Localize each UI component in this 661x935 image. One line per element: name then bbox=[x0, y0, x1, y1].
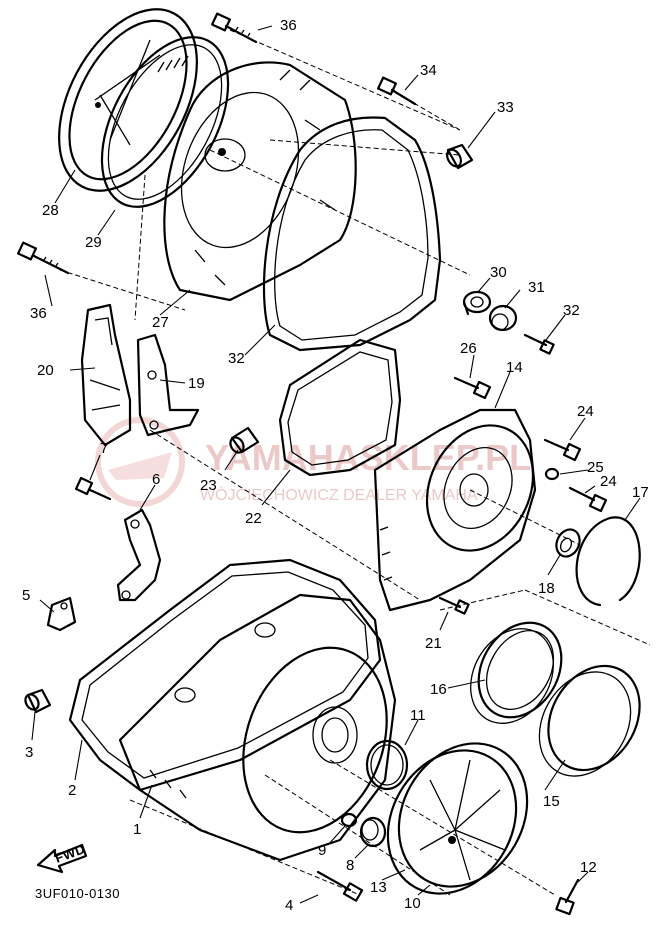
part-7-bolt bbox=[74, 476, 112, 501]
watermark-title: YAMAHASKLEP.PL bbox=[205, 437, 531, 478]
label-31: 31 bbox=[528, 279, 545, 296]
label-12: 12 bbox=[580, 859, 597, 876]
label-30: 30 bbox=[490, 264, 507, 281]
label-34: 33 bbox=[497, 99, 514, 116]
label-23: 23 bbox=[200, 477, 217, 494]
part-27-housing bbox=[163, 61, 357, 302]
label-35: 34 bbox=[420, 62, 437, 79]
label-22: 22 bbox=[245, 510, 262, 527]
part-19-bracket bbox=[136, 333, 200, 437]
part-36-bolt-left bbox=[17, 241, 70, 275]
part-8-plug bbox=[359, 816, 387, 848]
label-13: 13 bbox=[370, 879, 387, 896]
label-24-lower: 24 bbox=[600, 473, 617, 490]
part-10-cover bbox=[386, 742, 529, 895]
part-30-bushing bbox=[462, 290, 492, 316]
label-4: 4 bbox=[285, 897, 293, 914]
part-34-collar bbox=[446, 143, 474, 170]
label-24-upper: 24 bbox=[577, 403, 594, 420]
label-26: 26 bbox=[460, 340, 477, 357]
label-10: 10 bbox=[404, 895, 421, 912]
part-36-bolt-top bbox=[211, 12, 258, 44]
part-3-cap bbox=[24, 688, 52, 714]
label-11: 11 bbox=[410, 707, 426, 724]
label-18: 18 bbox=[538, 580, 555, 597]
label-33: 32 bbox=[228, 350, 245, 367]
part-1-crankcase-cover bbox=[118, 593, 397, 862]
label-32: 32 bbox=[563, 302, 580, 319]
label-36-left: 36 bbox=[30, 305, 47, 322]
part-14-cover-plate bbox=[373, 408, 537, 612]
label-21: 21 bbox=[425, 635, 442, 652]
part-33-gasket bbox=[262, 116, 442, 352]
part-21-screw bbox=[438, 596, 470, 615]
leader-lines bbox=[31, 25, 641, 904]
part-4-bolt bbox=[316, 870, 364, 902]
label-17: 17 bbox=[632, 484, 649, 501]
watermark: YAMAHASKLEP.PL WÓJCIECHOWICZ DEALER YAMA… bbox=[95, 417, 531, 507]
label-27: 27 bbox=[152, 314, 169, 331]
diagram-code: 3UF010-0130 bbox=[35, 886, 120, 901]
part-11-oring bbox=[365, 739, 409, 791]
fwd-arrow-icon: FWD bbox=[36, 841, 87, 874]
label-14: 14 bbox=[506, 359, 523, 376]
label-20: 20 bbox=[37, 362, 54, 379]
label-8: 8 bbox=[346, 857, 354, 874]
part-15-cap bbox=[538, 664, 641, 777]
part-24-bolt-upper bbox=[543, 438, 582, 462]
label-15: 15 bbox=[543, 793, 560, 810]
part-26-bolt bbox=[453, 376, 492, 400]
part-9-oring bbox=[340, 812, 358, 828]
part-31-washer bbox=[488, 304, 518, 332]
part-28-cover bbox=[58, 8, 198, 192]
label-2: 2 bbox=[68, 782, 76, 799]
part-23-dowel bbox=[229, 426, 260, 454]
label-3: 3 bbox=[25, 744, 33, 761]
part-17-circlip bbox=[575, 516, 641, 607]
part-5-clamp bbox=[46, 596, 77, 632]
part-2-gasket bbox=[68, 558, 382, 792]
part-35-bolt bbox=[377, 76, 417, 106]
part-labels: 36 34 33 28 29 27 36 32 30 31 32 20 19 2… bbox=[22, 17, 649, 914]
label-9: 9 bbox=[318, 842, 326, 859]
label-6: 6 bbox=[152, 471, 160, 488]
part-29-gasket bbox=[100, 36, 230, 208]
watermark-subtitle: WÓJCIECHOWICZ DEALER YAMAHA bbox=[200, 485, 478, 504]
part-24-bolt-lower bbox=[568, 486, 608, 513]
label-25: 25 bbox=[587, 459, 604, 476]
part-32-screw bbox=[523, 333, 555, 355]
label-36-top: 36 bbox=[280, 17, 297, 34]
label-5: 5 bbox=[22, 587, 30, 604]
label-1: 1 bbox=[133, 821, 141, 838]
part-20-bracket bbox=[80, 303, 132, 447]
part-12-bolt bbox=[555, 878, 580, 916]
part-22-gasket bbox=[278, 338, 402, 477]
label-16: 16 bbox=[430, 681, 447, 698]
label-28: 28 bbox=[42, 202, 59, 219]
part-25-oring bbox=[544, 467, 560, 481]
part-6-bracket bbox=[116, 508, 162, 602]
part-16-ring bbox=[470, 621, 563, 724]
label-7: 7 bbox=[100, 440, 108, 457]
label-19: 19 bbox=[188, 375, 205, 392]
part-18-seal bbox=[555, 528, 581, 558]
label-29: 29 bbox=[85, 234, 102, 251]
